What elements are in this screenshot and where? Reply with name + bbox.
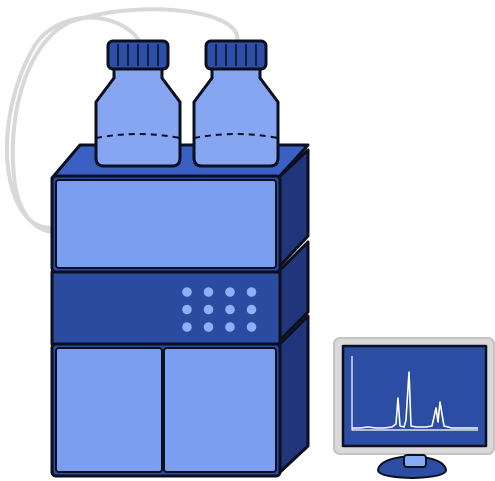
- panel-dot: [225, 322, 235, 332]
- bottle-left-body: [94, 64, 182, 168]
- bottle-left-cap-ridges: [117, 44, 159, 66]
- door-right: [163, 347, 277, 473]
- solvent-tubing: [4, 7, 240, 234]
- panel-dot: [203, 287, 214, 297]
- solvent-bottles: [94, 39, 280, 168]
- hplc-instrument: [50, 143, 310, 478]
- monitor-screen: [341, 344, 488, 448]
- solvent-tray-face: [55, 179, 277, 269]
- chromatogram-trace: [352, 371, 478, 429]
- panel-dot: [225, 304, 235, 315]
- panel-dot: [203, 322, 214, 332]
- panel-dot: [182, 287, 192, 297]
- control-panel-dots: [182, 287, 257, 332]
- bottle-right-bottom: [193, 140, 279, 167]
- chromatogram-axis: [351, 356, 478, 431]
- panel-dot: [182, 322, 192, 332]
- instrument-side-bottom: [276, 314, 310, 476]
- tube-right: [10, 7, 240, 234]
- panel-dot: [246, 287, 257, 297]
- monitor-icon: [333, 337, 495, 479]
- pump-module: [50, 270, 282, 346]
- panel-dot: [225, 287, 235, 297]
- bottle-left-bottom: [95, 140, 181, 167]
- panel-dot: [203, 304, 214, 315]
- door-left: [55, 347, 163, 473]
- monitor-base-button: [403, 454, 427, 468]
- panel-dot: [246, 322, 257, 332]
- bottle-icon: [192, 39, 280, 168]
- bottle-icon: [94, 39, 182, 168]
- bottle-right-body: [192, 64, 280, 168]
- panel-dot: [246, 304, 257, 315]
- panel-dot: [182, 304, 192, 315]
- bottle-right-cap-ridges: [215, 44, 257, 66]
